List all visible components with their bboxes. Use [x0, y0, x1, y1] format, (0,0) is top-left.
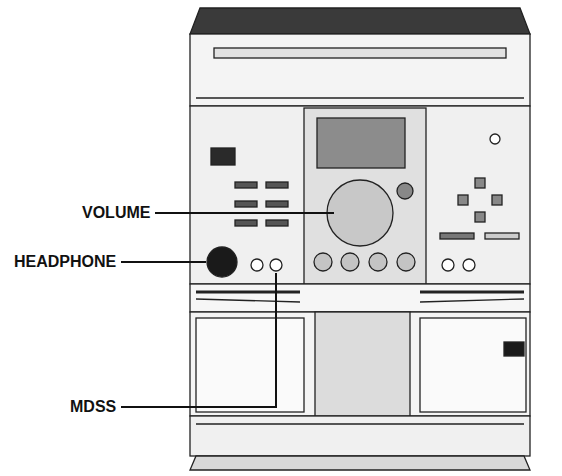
arrow-button [475, 178, 485, 188]
sensor [211, 148, 235, 165]
display-screen [317, 118, 405, 168]
volume-knob [327, 180, 393, 246]
button [251, 259, 263, 271]
button [440, 233, 474, 239]
button [463, 259, 475, 271]
deck-stripe [196, 291, 300, 294]
button [442, 259, 454, 271]
button [485, 233, 519, 239]
upper-panel [190, 34, 530, 106]
sensor [504, 342, 524, 356]
button [235, 201, 257, 207]
indicator [490, 134, 500, 144]
callout-label: MDSS [70, 398, 116, 416]
arrow-button [458, 195, 468, 205]
mdss-button [270, 259, 282, 271]
leader-line [121, 273, 276, 407]
panel-line [196, 97, 524, 98]
control-panel [190, 106, 530, 284]
leader-lines [121, 213, 334, 407]
button [266, 182, 288, 188]
small-knob [397, 183, 413, 199]
plinth [190, 456, 530, 470]
center-door [315, 312, 410, 416]
deck-stripe [196, 299, 300, 302]
leader-line [155, 212, 334, 214]
button [235, 220, 257, 226]
button [369, 253, 387, 271]
tape-door [420, 318, 526, 412]
button [235, 182, 257, 188]
button [266, 201, 288, 207]
callout-label: HEADPHONE [14, 253, 116, 271]
arrow-button [475, 212, 485, 222]
stereo-unit [190, 8, 530, 470]
button [341, 253, 359, 271]
center-panel [304, 108, 426, 284]
deck-stripe [420, 291, 524, 294]
headphone-jack [207, 247, 237, 277]
callout-label: VOLUME [82, 204, 150, 222]
leader-line [121, 261, 206, 263]
disc-slot [214, 48, 506, 58]
button [314, 253, 332, 271]
top-cap [190, 8, 530, 34]
button [397, 253, 415, 271]
deck-band [190, 284, 530, 312]
button [266, 220, 288, 226]
deck-stripe [420, 299, 524, 302]
lower-panel [190, 312, 530, 416]
base-line [196, 423, 524, 424]
arrow-button [492, 195, 502, 205]
base [190, 416, 530, 456]
tape-door [196, 318, 304, 412]
